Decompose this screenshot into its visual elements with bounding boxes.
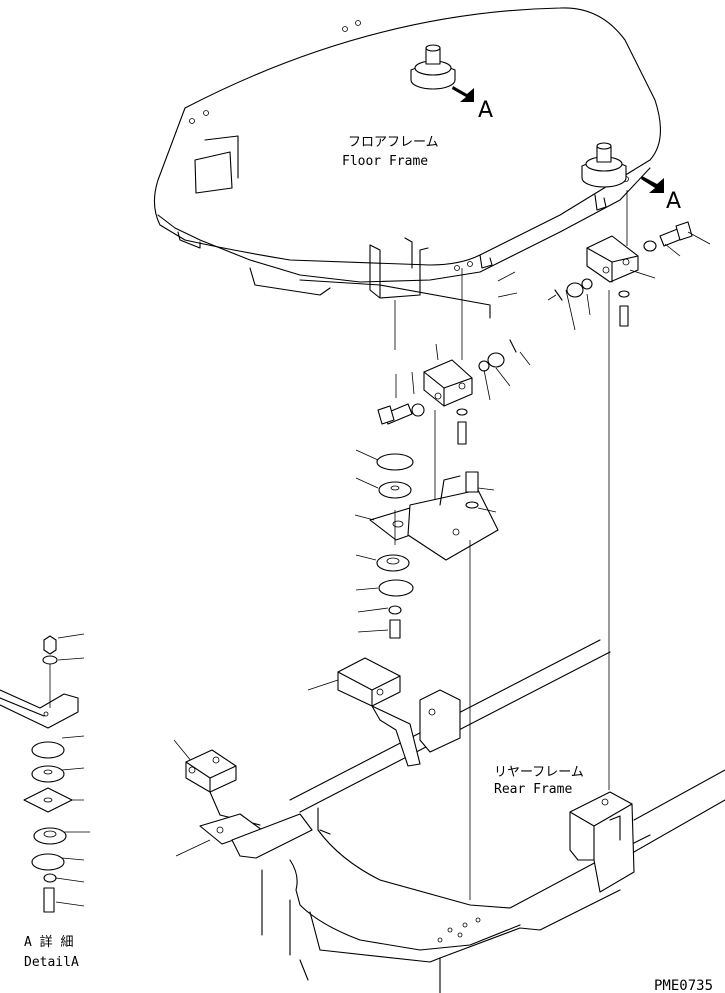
rear-mid-mount <box>337 657 461 767</box>
floor-frame-label-en: Floor Frame <box>342 154 428 169</box>
center-lower-bracket <box>407 471 499 561</box>
detail-a-label-jp: A 詳 細 <box>24 934 73 950</box>
arrow-a-2: A <box>641 176 681 214</box>
center-bolt-horizontal <box>377 403 425 425</box>
rear-frame-label-en: Rear Frame <box>494 782 572 797</box>
floor-frame-plate <box>153 7 661 296</box>
alignment-lines <box>394 190 628 900</box>
floor-frame-label-jp: フロアフレーム <box>348 135 439 150</box>
arrow-a-1-label: A <box>478 98 493 123</box>
center-nut-stack <box>456 339 517 445</box>
detail-a-parts <box>0 635 79 913</box>
rear-right-tower <box>569 791 635 893</box>
arrow-a-1: A <box>452 86 493 123</box>
floor-u-bracket <box>299 237 491 319</box>
rear-frame <box>261 639 725 993</box>
center-upper-bracket <box>423 359 473 407</box>
drawing-code: PME0735 <box>654 978 713 993</box>
right-bolt-horizontal <box>643 221 693 252</box>
rear-left-mount <box>185 749 313 859</box>
detail-a-label-en: DetailA <box>24 955 79 970</box>
rear-frame-label-jp: リヤーフレーム <box>494 765 584 780</box>
right-upper-bracket <box>586 235 639 283</box>
arrow-a-2-label: A <box>666 189 681 214</box>
right-nut-stack <box>554 278 630 327</box>
rubber-mount-top-left <box>410 44 456 90</box>
rubber-mount-top-right <box>581 142 627 188</box>
